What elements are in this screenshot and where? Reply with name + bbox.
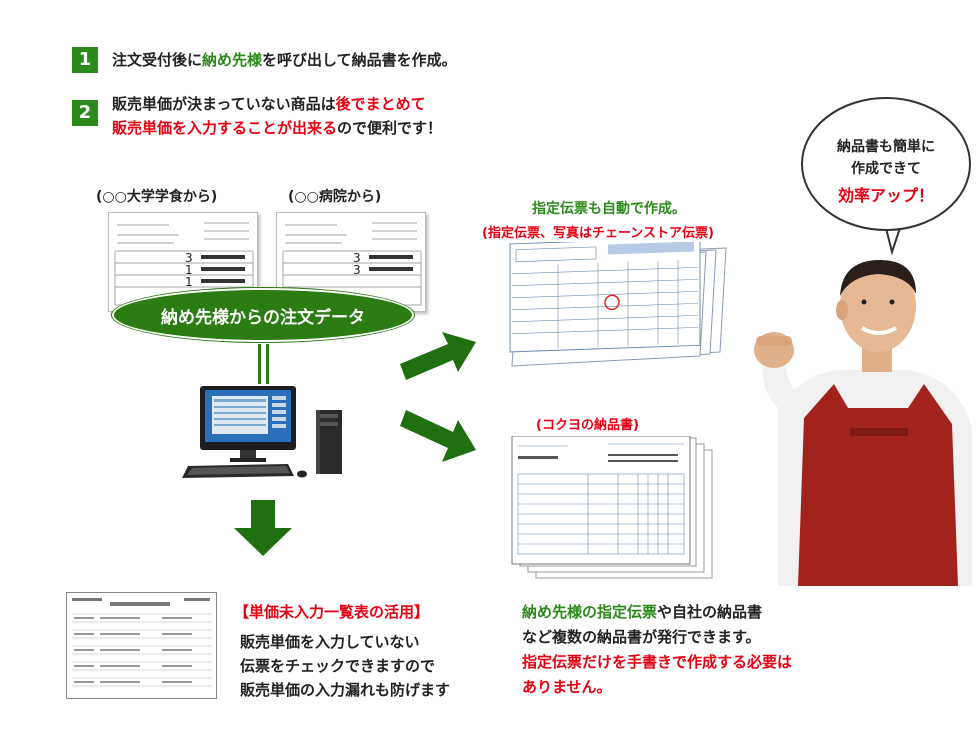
unpriced-title: 【単価未入力一覧表の活用】 [234,603,430,621]
step-2-line-2-a: 販売単価を入力することが出来る [112,119,338,137]
designated-title: 指定伝票も自動で作成。 [532,198,686,218]
multi-line-4: ありません。 [522,678,612,696]
step-1-text-b: 納め先様 [202,51,263,69]
unpriced-line-2: 伝票をチェックできますので [240,657,436,675]
source-label-university: (○○大学学食から) [96,189,218,205]
kokuyo-label: (コクヨの納品書) [536,418,639,433]
designated-title-text: 指定伝票も自動で作成。 [532,201,686,217]
multi-line-1-b: や自社の納品書 [657,603,763,621]
order-qty-4: 3 [353,251,361,265]
step-1-badge: 1 [72,47,98,73]
order-data-oval: 納め先様からの注文データ [112,288,414,342]
bubble-line-3: 効率アップ！ [837,186,934,205]
step-2-line-2-b: ので便利です！ [337,119,443,137]
source-label-hospital: (○○病院から) [288,189,382,205]
kokuyo-delivery-slip-stack [511,436,713,579]
connector-line-right [266,344,269,384]
arrow-down-right [400,410,476,462]
order-form-hospital-lines [282,222,422,306]
step-2-line-2: 販売単価を入力することが出来るので便利です！ [112,116,442,140]
down-arrow [234,500,292,556]
chain-store-slip-stack [509,242,727,367]
step-1-text-a: 注文受付後に [112,51,203,69]
order-qty-3: 1 [185,275,193,289]
bubble-line-2: 作成できて [851,161,921,177]
connector-line-left [258,344,261,384]
order-qty-1: 3 [185,251,193,265]
arrow-up-right [400,332,476,380]
step-1-text-c: を呼び出して納品書を作成。 [262,51,457,69]
unpriced-line-3: 販売単価の入力漏れも防げます [240,681,451,699]
order-form-university-lines [114,222,254,306]
computer-icon [182,386,342,478]
staff-man-illustration [754,260,972,586]
speech-bubble [801,97,971,256]
order-qty-5: 3 [353,263,361,277]
order-qty-2: 1 [185,263,193,277]
unpriced-line-1: 販売単価を入力していない [240,633,420,651]
bubble-line-1: 納品書も簡単に [837,139,935,155]
step-2-line-1: 販売単価が決まっていない商品は後でまとめて [112,92,426,116]
multi-line-2: など複数の納品書が発行できます。 [522,628,761,646]
multi-line-1-a: 納め先様の指定伝票 [522,603,658,621]
step-2-line-1-b: 後でまとめて [335,95,426,113]
order-data-label: 納め先様からの注文データ [161,307,365,328]
designated-subtitle: (指定伝票、写真はチェーンストア伝票) [482,226,714,241]
step-1-text: 注文受付後に納め先様を呼び出して納品書を作成。 [112,48,457,72]
multi-line-3: 指定伝票だけを手書きで作成する必要は [522,653,793,671]
unpriced-list-thumbnail [66,592,217,699]
multi-line-1: 納め先様の指定伝票や自社の納品書 [522,600,762,625]
step-2-line-1-a: 販売単価が決まっていない商品は [112,95,336,113]
step-2-badge: 2 [72,100,98,126]
